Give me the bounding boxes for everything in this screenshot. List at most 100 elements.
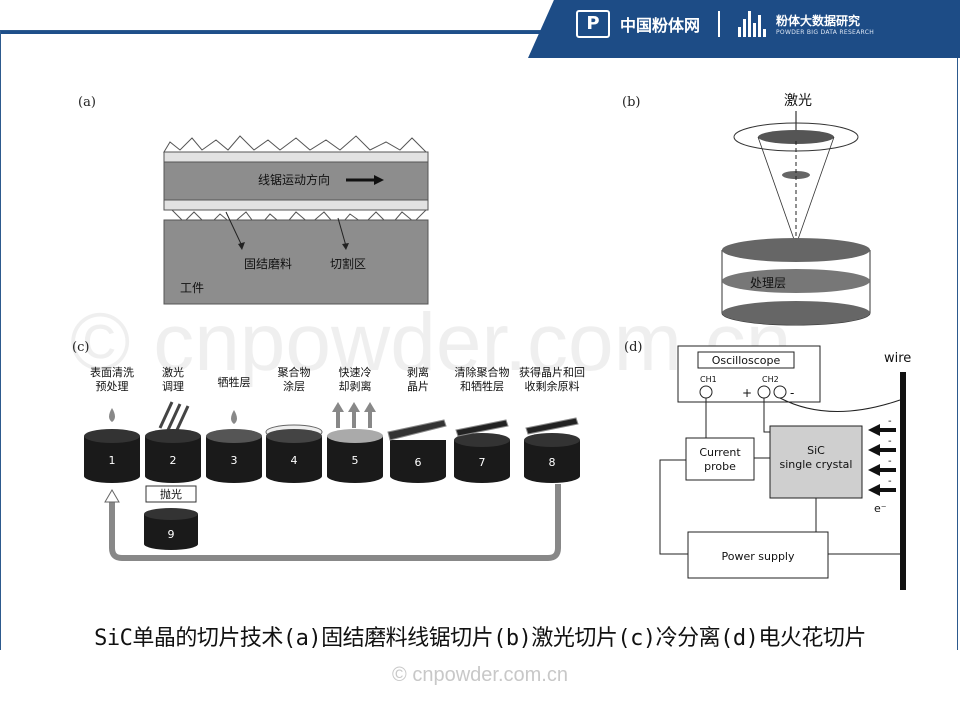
power-supply-label: Power supply: [722, 550, 795, 563]
return-loop-arrow: [109, 484, 561, 561]
research-subtitle: POWDER BIG DATA RESEARCH: [776, 29, 875, 36]
panel-d-diagram: Oscilloscope CH1 CH2 + - wire Current pr…: [659, 345, 911, 590]
step-7-caption-2: 和牺牲层: [460, 379, 504, 393]
brand-name: 中国粉体网: [620, 16, 701, 35]
step-9-number: 9: [168, 528, 175, 541]
research-name: 粉体大数据研究: [776, 14, 861, 28]
current-probe-label-2: probe: [704, 460, 736, 473]
step-4-number: 4: [291, 454, 298, 467]
step-1-cylinder: [84, 429, 140, 483]
step-8-caption-2: 收剩余原料: [525, 379, 580, 393]
direction-arrowhead-icon: [374, 175, 384, 185]
current-probe-box: [685, 437, 755, 481]
ch2-minus-port-icon: [773, 385, 787, 399]
wire-top-edge: [163, 151, 429, 163]
step-4-cylinder: [265, 424, 323, 483]
watermark: © cnpowder.com.cn: [70, 297, 792, 388]
droplet-icon: [109, 408, 115, 422]
beam-cross-section: [782, 171, 810, 179]
wafer-bottom: [722, 301, 870, 325]
current-probe-label-1: Current: [699, 446, 741, 459]
ch2-label: CH2: [762, 375, 779, 384]
step-5-cylinder: [327, 429, 383, 483]
lens-disc: [758, 130, 834, 144]
step-2-number: 2: [170, 454, 177, 467]
svg-text:-: -: [888, 436, 892, 447]
step-6-caption-2: 晶片: [407, 380, 429, 393]
step-2-cylinder: [145, 429, 201, 483]
step-8-cylinder: [524, 417, 580, 483]
panel-a-label: (a): [78, 95, 96, 110]
content-frame: [0, 30, 958, 650]
wire-electrode: [900, 372, 906, 590]
step-3-cylinder: [206, 429, 262, 483]
top-border: [0, 30, 960, 34]
electron-label: e⁻: [874, 502, 887, 515]
step-5-caption-2: 却剥离: [339, 379, 372, 393]
minus-label: -: [790, 386, 794, 400]
step-3-caption-1: 牺牲层: [218, 375, 251, 389]
ch1-port-icon: [699, 385, 713, 399]
step-4-caption-2: 涂层: [283, 379, 305, 393]
svg-text:-: -: [888, 476, 892, 487]
panel-a-diagram: 线锯运动方向 固结磨料 切割区 工件: [163, 135, 429, 305]
plus-label: +: [742, 386, 752, 400]
step-1-number: 1: [109, 454, 116, 467]
step-6-caption-1: 剥离: [407, 365, 429, 379]
panel-c-label: (c): [72, 340, 90, 355]
step-6-cylinder: [387, 419, 447, 483]
up-arrows-icon: [332, 402, 376, 428]
panel-b-diagram: 激光 处理层: [721, 92, 871, 326]
power-supply-box: [687, 531, 829, 579]
cut-zone-label: 切割区: [330, 256, 366, 271]
step-6-number: 6: [415, 456, 422, 469]
brand-separator: [718, 11, 721, 37]
step-2-caption-1: 激光: [162, 365, 184, 379]
droplet-icon-2: [231, 410, 237, 424]
polish-box: [145, 485, 197, 503]
process-layer-label: 处理层: [750, 276, 786, 290]
direction-label: 线锯运动方向: [258, 172, 330, 187]
ch1-label: CH1: [700, 375, 717, 384]
polish-label: 抛光: [160, 487, 182, 501]
return-arrowhead-icon: [104, 489, 120, 503]
step-1-caption-1: 表面清洗: [90, 365, 134, 379]
step-7-number: 7: [479, 456, 486, 469]
laser-beams-icon: [158, 401, 190, 433]
electron-flow-arrows-icon: [868, 424, 896, 496]
wire-body: [163, 161, 429, 201]
abrasive-pointer: [225, 211, 243, 247]
step-7-cylinder: [454, 419, 510, 483]
workpiece-label: 工件: [180, 281, 204, 295]
ch2-plus-port-icon: [757, 385, 771, 399]
figure-caption: SiC单晶的切片技术(a)固结磨料线锯切片(b)激光切片(c)冷分离(d)电火花…: [94, 626, 866, 651]
footer-watermark: © cnpowder.com.cn: [392, 664, 568, 686]
panel-d-label: (d): [624, 340, 643, 355]
step-5-number: 5: [352, 454, 359, 467]
workpiece-block: [163, 219, 429, 305]
step-7-caption-1: 清除聚合物: [455, 365, 510, 379]
step-8-caption-1: 获得晶片和回: [519, 366, 585, 379]
svg-text:-: -: [888, 456, 892, 467]
process-layer: [722, 269, 870, 293]
fixed-abrasive-label: 固结磨料: [244, 257, 292, 271]
cut-zone-pointer: [337, 217, 347, 247]
wire-bottom-edge: [163, 199, 429, 211]
step-2-caption-2: 调理: [162, 380, 184, 393]
sic-label-2: single crystal: [780, 458, 853, 471]
step-5-caption-1: 快速冷: [339, 366, 372, 379]
wafer-top: [722, 238, 870, 262]
bars-logo-icon: [738, 11, 767, 37]
sic-label-1: SiC: [807, 444, 825, 457]
abrasive-teeth-top: [163, 135, 428, 153]
cnpowder-logo-icon: P: [576, 10, 610, 38]
panel-c-diagram: 表面清洗 预处理 激光 调理 牺牲层 聚合物 涂层 快速冷 却剥离 剥离 晶片 …: [84, 365, 585, 561]
step-9-cylinder: [144, 508, 198, 550]
wire-label: wire: [884, 351, 911, 366]
laser-label: 激光: [784, 92, 812, 109]
step-8-number: 8: [549, 456, 556, 469]
oscilloscope-label: Oscilloscope: [712, 354, 781, 367]
step-4-caption-1: 聚合物: [278, 365, 311, 379]
svg-text:-: -: [888, 416, 892, 427]
step-1-caption-2: 预处理: [96, 380, 129, 393]
